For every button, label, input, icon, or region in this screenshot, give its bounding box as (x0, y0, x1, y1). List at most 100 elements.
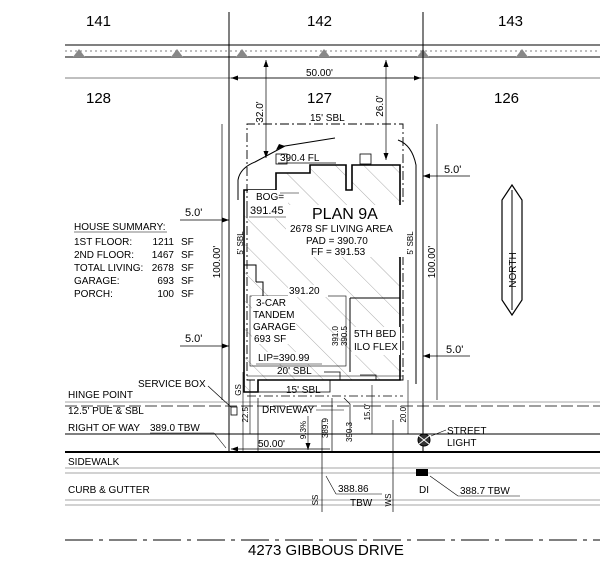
rear-setback-right-dim: 26.0' (375, 60, 389, 160)
hinge-point-label: HINGE POINT (68, 390, 133, 401)
svg-text:TANDEM: TANDEM (253, 310, 294, 321)
tbw-left: 389.0 TBW (150, 423, 227, 449)
dim-20-0: 20.0' (399, 380, 409, 434)
svg-text:1467: 1467 (152, 250, 175, 261)
svg-text:5.0': 5.0' (185, 207, 202, 219)
lot-number-143: 143 (498, 13, 523, 30)
svg-text:391.0: 391.0 (331, 325, 340, 346)
svg-text:5.0': 5.0' (446, 344, 463, 356)
rear-swale (237, 137, 417, 384)
svg-text:26.0': 26.0' (375, 95, 386, 116)
svg-text:389.9: 389.9 (321, 417, 330, 438)
house-summary: HOUSE SUMMARY: 1ST FLOOR: 1211 SF 2ND FL… (74, 222, 194, 300)
tbw-ss: 388.86 TBW (325, 475, 382, 509)
svg-text:389.0 TBW: 389.0 TBW (150, 423, 200, 434)
rear-fl-label: 390.4 FL (280, 153, 320, 164)
svg-text:PORCH:: PORCH: (74, 289, 113, 300)
svg-text:390.5: 390.5 (340, 325, 349, 346)
north-arrow: NORTH (501, 183, 523, 317)
utility-marker-2 (171, 49, 183, 57)
svg-text:SF: SF (181, 250, 194, 261)
side-sbl-right: 5' SBL (406, 231, 415, 255)
side-dim-top-right: 5.0' (423, 164, 470, 179)
bog-callout: BOG= 391.45 (248, 190, 299, 218)
plan-name: PLAN 9A (312, 206, 378, 223)
svg-text:GARAGE:: GARAGE: (74, 276, 120, 287)
lip-label: LIP=390.99 (256, 352, 322, 365)
svg-text:3-CAR: 3-CAR (256, 298, 286, 309)
svg-text:100.00': 100.00' (212, 246, 223, 279)
garage-label-block: 391.20 3-CAR TANDEM GARAGE 693 SF (252, 285, 328, 345)
svg-text:388.7 TBW: 388.7 TBW (460, 486, 510, 497)
svg-text:50.00': 50.00' (306, 68, 333, 79)
svg-text:20.0': 20.0' (399, 405, 408, 423)
sidewalk-label: SIDEWALK (68, 457, 120, 468)
svg-text:TBW: TBW (350, 498, 373, 509)
svg-text:1211: 1211 (152, 237, 174, 248)
dim-15-0: 15.0' (363, 385, 373, 434)
summary-row-2: 2ND FLOOR: 1467 SF (74, 250, 194, 261)
svg-text:GARAGE: GARAGE (253, 322, 296, 333)
pue-label: 12.5' PUE & SBL (68, 406, 144, 417)
plan-pad: PAD = 390.70 (306, 236, 368, 247)
ws-label: WS (384, 494, 393, 507)
house-summary-title: HOUSE SUMMARY: (74, 222, 166, 233)
summary-row-1: 1ST FLOOR: 1211 SF (74, 237, 194, 248)
ss-label: SS (311, 495, 320, 506)
svg-text:390.3: 390.3 (345, 421, 354, 442)
svg-text:391.20: 391.20 (289, 286, 320, 297)
svg-text:SF: SF (181, 263, 194, 274)
depth-dim-right: 100.00' (427, 124, 438, 400)
svg-text:SF: SF (181, 276, 194, 287)
svg-text:LIGHT: LIGHT (447, 438, 476, 449)
street-name: 4273 GIBBOUS DRIVE (248, 542, 404, 559)
svg-text:2ND FLOOR:: 2ND FLOOR: (74, 250, 134, 261)
svg-text:LIP=390.99: LIP=390.99 (258, 353, 310, 364)
plan-living-area: 2678 SF LIVING AREA (290, 224, 393, 235)
svg-text:22.5': 22.5' (241, 405, 250, 423)
tbw-right: 388.7 TBW (429, 475, 520, 497)
lot-number-127: 127 (307, 90, 332, 107)
plan-label-block: PLAN 9A 2678 SF LIVING AREA PAD = 390.70… (286, 205, 404, 258)
svg-text:100.00': 100.00' (427, 246, 438, 279)
svg-text:BOG=: BOG= (256, 192, 284, 203)
utility-marker-1 (73, 49, 85, 57)
svg-text:SF: SF (181, 289, 194, 300)
svg-text:ILO FLEX: ILO FLEX (354, 342, 398, 353)
utility-marker-4 (318, 49, 330, 57)
frontage-dimension: 50.00' (231, 68, 421, 81)
gs-label: GS (234, 384, 243, 396)
summary-row-5: PORCH: 100 SF (74, 289, 194, 300)
drop-inlet: DI (416, 469, 429, 496)
svg-text:SERVICE BOX: SERVICE BOX (138, 379, 206, 390)
summary-row-3: TOTAL LIVING: 2678 SF (74, 263, 194, 274)
lot-number-141: 141 (86, 13, 111, 30)
dim-390-3: 390.3 (343, 397, 354, 442)
svg-text:5TH BED: 5TH BED (354, 329, 396, 340)
north-letters: NORTH (508, 252, 519, 287)
rear-sbl-label: 15' SBL (310, 113, 345, 124)
frontage-bottom-dim: 50.00' (231, 439, 330, 452)
svg-text:15' SBL: 15' SBL (286, 385, 321, 396)
svg-text:100: 100 (157, 289, 174, 300)
svg-text:9.3%: 9.3% (299, 421, 308, 439)
svg-text:388.86: 388.86 (338, 484, 369, 495)
svg-text:2678: 2678 (152, 263, 175, 274)
svg-text:50.00': 50.00' (258, 439, 285, 450)
dim-389-9: 389.9 (321, 417, 330, 438)
front-utility-lines (65, 401, 600, 506)
lot-number-142: 142 (307, 13, 332, 30)
svg-text:693 SF: 693 SF (254, 334, 286, 345)
curb-gutter-label: CURB & GUTTER (68, 485, 150, 496)
side-sbl-left: 5' SBL (236, 231, 245, 255)
plan-ff: FF = 391.53 (311, 247, 366, 258)
side-dim-right-lower: 5.0' (423, 344, 470, 359)
svg-text:15.0': 15.0' (363, 403, 372, 421)
dim-22-5: 22.5' (241, 380, 251, 434)
front-sbl-20: 20' SBL (247, 366, 403, 377)
svg-text:693: 693 (157, 276, 174, 287)
side-dim-left-lower: 5.0' (180, 333, 229, 349)
depth-dim-left: 100.00' (212, 124, 223, 400)
side-dim-left-upper: 5.0' (180, 207, 229, 223)
svg-text:391.45: 391.45 (250, 205, 284, 217)
